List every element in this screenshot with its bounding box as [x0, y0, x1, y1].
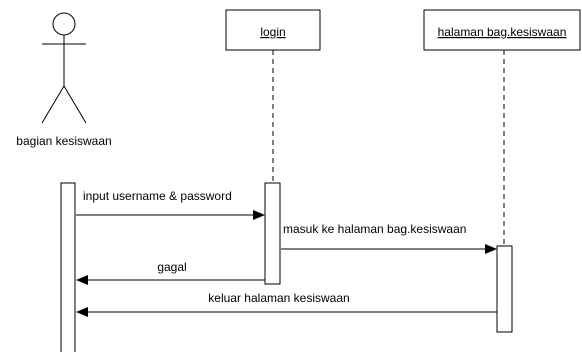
- actor-right-leg: [63, 85, 87, 124]
- message-1-label: input username & password: [83, 189, 232, 203]
- object-login-box: [225, 9, 321, 51]
- message-3-arrowhead: [76, 275, 88, 285]
- message-3-label: gagal: [157, 260, 186, 274]
- activation-halaman: [496, 245, 513, 333]
- activation-login: [264, 182, 281, 285]
- activation-actor: [60, 182, 76, 352]
- message-1-arrowhead: [253, 210, 265, 220]
- actor-label: bagian kesiswaan: [16, 134, 111, 148]
- actor-figure: [41, 12, 87, 124]
- object-login-label: login: [260, 25, 285, 39]
- message-2-arrowhead: [485, 244, 497, 254]
- message-4-label: keluar halaman kesiswaan: [208, 291, 349, 305]
- actor-head: [52, 12, 76, 36]
- message-2-label: masuk ke halaman bag.kesiswaan: [283, 222, 466, 236]
- object-halaman-box: [423, 9, 581, 51]
- message-4-arrowhead: [76, 307, 88, 317]
- actor-left-leg: [41, 85, 65, 124]
- object-halaman-label: halaman bag.kesiswaan: [438, 25, 567, 39]
